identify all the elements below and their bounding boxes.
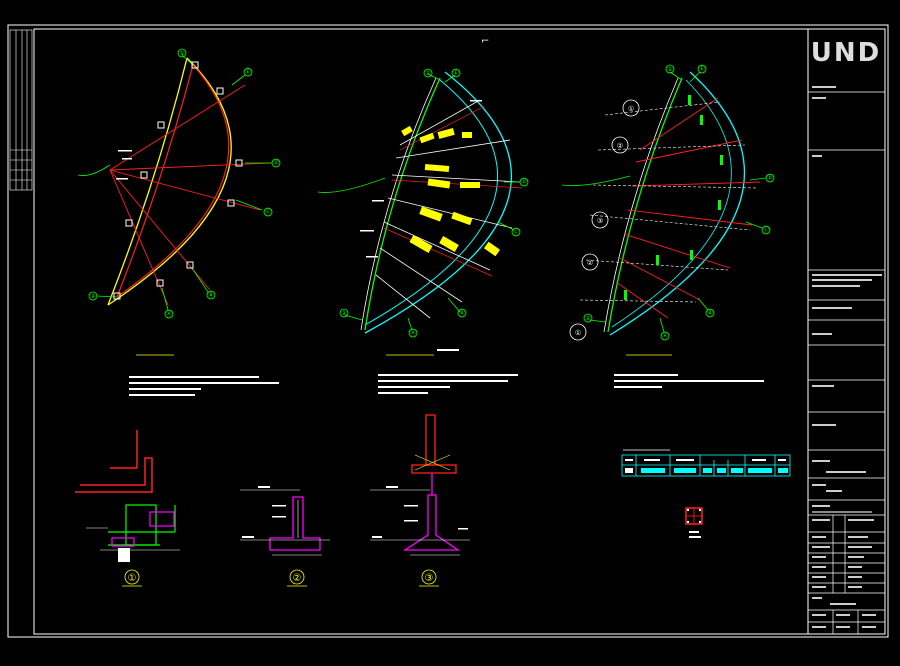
roof-green-leaders	[317, 73, 520, 331]
roof-axis-bubbles	[339, 68, 529, 338]
foundation-axis-labels: ① Ⓐ Ⓑ Ⓒ Ⓓ Ⓔ ②	[90, 50, 279, 318]
foundation-notes	[129, 376, 279, 396]
foundation-arc-yellow	[107, 57, 232, 306]
axis-label: Ⓐ	[166, 310, 172, 318]
detail-bubble	[289, 569, 305, 585]
column-section-detail	[685, 507, 703, 538]
slab-outer-arc-cyan	[609, 71, 746, 336]
slab-inner-arc-cyan	[611, 79, 732, 328]
axis-label: ①	[179, 50, 184, 57]
detail-1: ①	[75, 430, 180, 587]
section-number: ③	[597, 217, 603, 225]
foundation-plan: ① Ⓐ Ⓑ Ⓒ Ⓓ Ⓔ ②	[77, 48, 281, 396]
roof-yellow-hatch	[401, 125, 501, 257]
detail-bubble	[124, 569, 140, 585]
slab-chord-green	[607, 77, 683, 333]
slab-section-bubbles	[569, 99, 640, 341]
axis-label: ①	[425, 70, 430, 77]
slab-axis-bubbles	[583, 64, 775, 341]
roof-radial-axes-red	[383, 105, 523, 277]
slab-green-leaders	[561, 71, 767, 333]
roof-structure-title-group	[386, 349, 459, 356]
section-number: ②	[587, 259, 593, 267]
company-logo: UND	[811, 38, 881, 68]
title-block-lines	[808, 91, 885, 634]
foundation-green-leaders	[77, 54, 272, 311]
foundation-chord-red	[116, 64, 194, 298]
corner-mark: ⌐	[481, 36, 489, 47]
axis-label: Ⓒ	[763, 226, 769, 234]
roof-structure-notes	[378, 374, 518, 394]
roof-chord-green	[364, 77, 441, 331]
roof-axis-labels: ① Ⓔ Ⓓ Ⓒ Ⓑ Ⓐ ②	[341, 69, 527, 337]
axis-label: ②	[341, 310, 347, 317]
axis-label: Ⓓ	[767, 174, 773, 182]
section-number: ①	[628, 105, 634, 113]
roof-radial-beams	[375, 99, 521, 319]
axis-label: Ⓔ	[699, 65, 705, 73]
slab-chord-white	[603, 77, 679, 333]
axis-label: Ⓔ	[453, 69, 459, 77]
title-block: UND	[808, 38, 885, 634]
axis-label: Ⓐ	[410, 329, 416, 337]
roof-outer-arc-cyan	[364, 71, 512, 334]
slab-notes	[614, 374, 764, 388]
detail-label: ②	[293, 573, 302, 584]
detail-2: ②	[240, 486, 330, 587]
detail-bubble	[421, 569, 437, 585]
foundation-axis-bubbles	[88, 48, 281, 319]
section-number: ①	[575, 329, 581, 337]
roof-white-dims	[360, 100, 482, 258]
foundation-outline-yellow	[107, 57, 188, 306]
foundation-arc-red	[116, 64, 230, 298]
slab-axis-labels: ① Ⓔ Ⓓ Ⓒ Ⓑ Ⓐ ②	[585, 65, 773, 340]
axis-label: ②	[90, 293, 96, 300]
axis-label: Ⓓ	[273, 159, 279, 167]
roof-structure-plan: ① Ⓔ Ⓓ Ⓒ Ⓑ Ⓐ ②	[317, 68, 529, 394]
roof-inner-arc-cyan	[364, 79, 499, 326]
axis-label: Ⓑ	[459, 309, 465, 317]
axis-label: Ⓒ	[513, 228, 519, 236]
binding-strip	[9, 29, 33, 191]
drawing-frame	[7, 24, 889, 638]
detail-3: ③	[370, 414, 470, 587]
column-schedule	[621, 449, 791, 538]
foundation-dim-marks	[116, 150, 132, 180]
axis-label: ②	[585, 315, 591, 322]
foundation-pile-caps	[113, 61, 243, 300]
roof-chord-white	[360, 77, 437, 331]
axis-label: Ⓑ	[208, 291, 214, 299]
title-block-text-marks	[812, 86, 882, 628]
roof-slab-plan: ① Ⓔ Ⓓ Ⓒ Ⓑ Ⓐ ② ① ② ③ ② ①	[561, 64, 775, 388]
axis-label: Ⓑ	[707, 309, 713, 317]
slab-radial-axes-red	[615, 97, 761, 319]
detail-label: ③	[425, 573, 434, 584]
axis-label: Ⓐ	[662, 332, 668, 340]
detail-label: ①	[128, 573, 137, 584]
section-number: ②	[617, 142, 623, 150]
axis-label: Ⓒ	[265, 208, 271, 216]
axis-label: Ⓓ	[521, 178, 527, 186]
slab-section-bubble-numbers: ① ② ③ ② ①	[575, 105, 634, 337]
axis-label: ①	[667, 66, 672, 73]
slab-green-rebar	[624, 95, 723, 300]
axis-label: Ⓔ	[245, 68, 251, 76]
